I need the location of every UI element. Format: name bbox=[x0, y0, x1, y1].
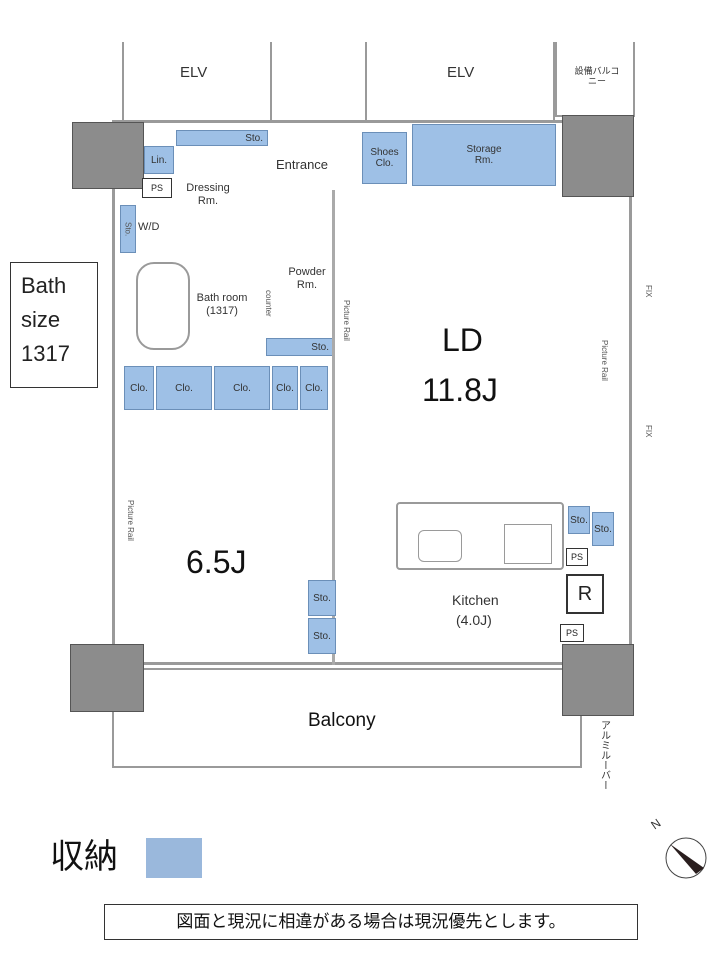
aluminum-louver: アルミルーバー bbox=[598, 720, 610, 794]
stove bbox=[504, 524, 552, 564]
storage-room: Storage Rm. bbox=[412, 124, 556, 186]
powder-room-label: Powder Rm. bbox=[288, 266, 326, 291]
column bbox=[70, 644, 144, 712]
closet: Clo. bbox=[156, 366, 212, 410]
sto-wd: Sto. bbox=[120, 205, 136, 253]
bedroom-wall bbox=[332, 190, 335, 665]
storage-room-label: Storage Rm. bbox=[466, 144, 502, 166]
elv-right-label: ELV bbox=[447, 64, 475, 81]
ps-label: PS bbox=[565, 628, 578, 638]
bedroom-size: 6.5J bbox=[186, 544, 247, 580]
linen-closet: Lin. bbox=[144, 146, 174, 174]
kitchen-label: Kitchen bbox=[452, 592, 499, 608]
picture-rail-bedroom: Picture Rail bbox=[126, 500, 135, 545]
callout-line: 1317 bbox=[21, 341, 70, 366]
linen-label: Lin. bbox=[150, 154, 168, 166]
counter-label: counter bbox=[264, 290, 273, 320]
legend-label: 収納 bbox=[50, 838, 118, 876]
callout-line: size bbox=[21, 307, 61, 332]
ld-label: LD bbox=[442, 322, 483, 358]
legend-swatch bbox=[146, 838, 202, 878]
picture-rail-ld: Picture Rail bbox=[600, 340, 609, 385]
picture-rail-text: Picture Rail bbox=[342, 300, 352, 341]
ps-kitchen: PS bbox=[566, 548, 588, 566]
sto-powder-label: Sto. bbox=[311, 341, 329, 353]
sto-top-label: Sto. bbox=[245, 132, 263, 144]
ps-left-label: PS bbox=[150, 183, 163, 193]
sto-label: Sto. bbox=[313, 630, 331, 642]
closet: Clo. bbox=[214, 366, 270, 410]
bath-room-label: Bath room (1317) bbox=[196, 292, 248, 317]
closet-label: Clo. bbox=[276, 382, 294, 394]
column bbox=[72, 122, 144, 189]
bath-size-callout: Bath size 1317 bbox=[10, 262, 98, 388]
sink bbox=[418, 530, 462, 562]
fix-text: FIX bbox=[644, 285, 654, 298]
sto-powder: Sto. bbox=[266, 338, 334, 356]
closet-label: Clo. bbox=[130, 382, 148, 394]
counter-text: counter bbox=[264, 290, 274, 317]
closet: Clo. bbox=[300, 366, 328, 410]
entrance-label: Entrance bbox=[276, 157, 329, 172]
wd-label: W/D bbox=[138, 221, 160, 233]
ps-label: PS bbox=[570, 552, 583, 562]
picture-rail-text: Picture Rail bbox=[600, 340, 610, 381]
elv-right-shaft bbox=[365, 42, 555, 122]
shoes-closet: Shoes Clo. bbox=[362, 132, 407, 184]
fridge: R bbox=[566, 574, 604, 614]
sto-wd-label: Sto. bbox=[123, 221, 133, 237]
dressing-room-label: Dressing Rm. bbox=[186, 182, 230, 207]
closet-row: Clo. Clo. Clo. Clo. Clo. bbox=[124, 366, 328, 410]
louver-text: アルミルーバー bbox=[598, 720, 610, 790]
fix-text: FIX bbox=[644, 425, 654, 438]
north-compass-icon bbox=[660, 830, 710, 880]
balcony-area bbox=[112, 668, 582, 768]
sto-kitchen-1: Sto. bbox=[568, 506, 590, 534]
fix-label-2: FIX bbox=[644, 425, 653, 441]
sto-top: Sto. bbox=[176, 130, 268, 146]
fix-label-1: FIX bbox=[644, 285, 653, 301]
equipment-balcony-label: 設備バルコニー bbox=[574, 66, 620, 87]
closet-label: Clo. bbox=[305, 382, 323, 394]
sto-label: Sto. bbox=[594, 523, 612, 535]
callout-line: Bath bbox=[21, 273, 67, 298]
bathtub bbox=[136, 262, 190, 350]
closet: Clo. bbox=[124, 366, 154, 410]
fridge-label: R bbox=[577, 582, 593, 605]
sto-label: Sto. bbox=[570, 514, 588, 526]
closet-label: Clo. bbox=[175, 382, 193, 394]
picture-rail-label: Picture Rail bbox=[342, 300, 351, 345]
picture-rail-text: Picture Rail bbox=[126, 500, 136, 541]
column bbox=[562, 644, 634, 716]
sto-label: Sto. bbox=[313, 592, 331, 604]
ld-size: 11.8J bbox=[422, 372, 498, 408]
balcony-label: Balcony bbox=[308, 710, 376, 731]
sto-bed-1: Sto. bbox=[308, 580, 336, 616]
disclaimer: 図面と現況に相違がある場合は現況優先とします。 bbox=[104, 904, 638, 940]
equipment-balcony bbox=[555, 42, 635, 117]
sto-bed-2: Sto. bbox=[308, 618, 336, 654]
closet: Clo. bbox=[272, 366, 298, 410]
kitchen-size: (4.0J) bbox=[456, 612, 492, 628]
ps-corner: PS bbox=[560, 624, 584, 642]
sto-kitchen-2: Sto. bbox=[592, 512, 614, 546]
elv-left-label: ELV bbox=[180, 64, 208, 81]
elv-left-shaft bbox=[122, 42, 272, 122]
column bbox=[562, 115, 634, 197]
shoes-closet-label: Shoes Clo. bbox=[370, 147, 399, 169]
ps-left: PS bbox=[142, 178, 172, 198]
closet-label: Clo. bbox=[233, 382, 251, 394]
